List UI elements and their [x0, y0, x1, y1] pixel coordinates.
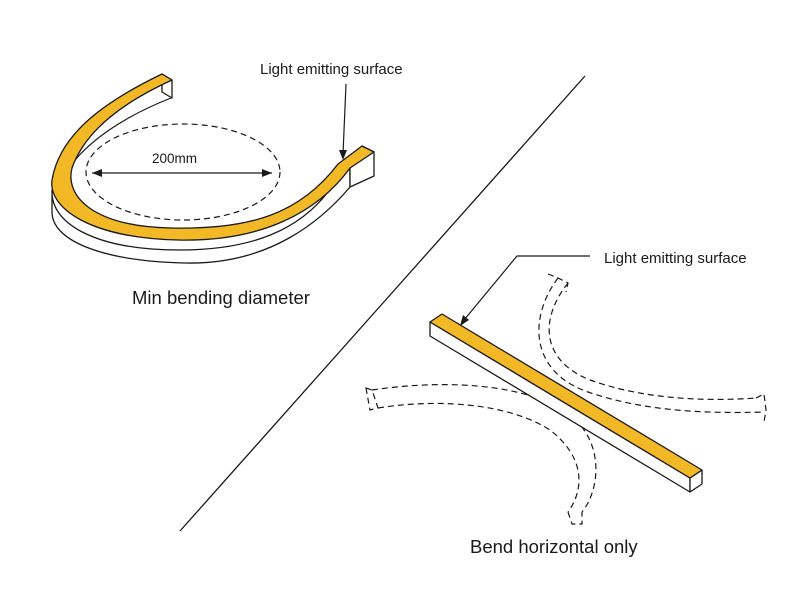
light-emitting-surface-straight: [429, 313, 703, 479]
callout-label-right: Light emitting surface: [604, 250, 747, 267]
dimension-arrow-right: [262, 169, 272, 177]
callout-leader-left: [342, 83, 347, 155]
ghost-cap-bottom: [567, 511, 583, 525]
ghost-bend-lower-left-inner: [377, 402, 580, 513]
ghost-cap-left: [365, 387, 379, 411]
dimension-label: 200mm: [152, 151, 197, 166]
ghost-bend-upper-right-inner: [538, 277, 765, 414]
ghost-cap-upper: [547, 273, 569, 293]
bend-diameter-ellipse: [85, 123, 281, 221]
light-emitting-surface-curved: [51, 73, 375, 241]
horizontal-bend-illustration: Light emitting surface Bend horizontal o…: [365, 250, 767, 557]
ghost-cap-right: [755, 393, 767, 423]
callout-arrow-right: [460, 315, 469, 326]
bent-strip-illustration: 200mm Light emitting surface Min bending…: [51, 61, 403, 308]
ghost-bend-upper-right: [548, 282, 757, 401]
straight-strip-side: [429, 321, 691, 493]
callout-leader-right: [463, 255, 590, 321]
diagonal-divider: [179, 75, 586, 532]
caption-bend-horizontal-only: Bend horizontal only: [470, 536, 638, 557]
callout-arrow-left: [339, 150, 347, 160]
callout-label-left: Light emitting surface: [260, 61, 403, 78]
caption-min-bending-diameter: Min bending diameter: [132, 287, 310, 308]
dimension-arrow-left: [92, 169, 102, 177]
